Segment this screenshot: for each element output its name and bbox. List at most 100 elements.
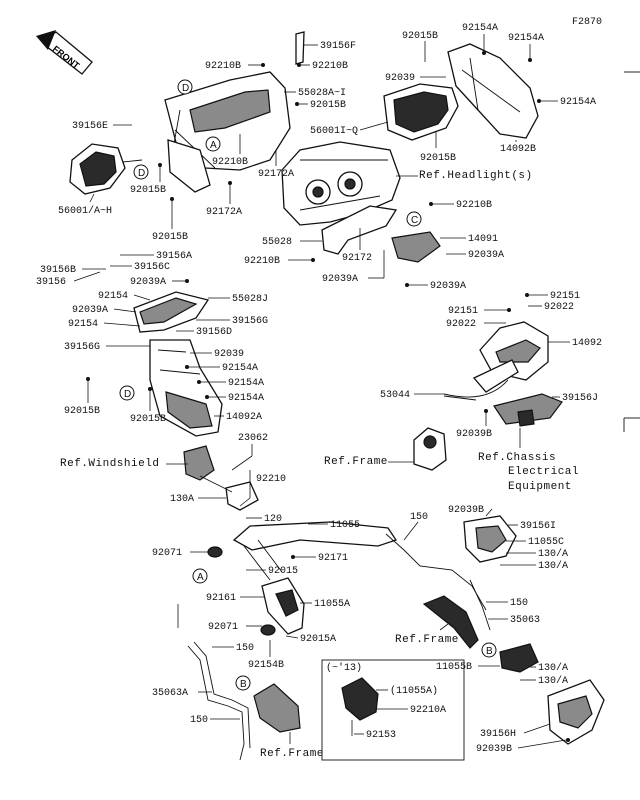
part-39156A: 39156A: [156, 251, 192, 262]
part-39156D: 39156D: [196, 327, 232, 338]
figure-code: F2870: [572, 17, 602, 28]
bracket-bottom-part: [253, 683, 301, 733]
part-92151-a: 92151: [550, 291, 580, 302]
svg-text:D: D: [124, 389, 131, 400]
part-92039B-b: 92039B: [448, 505, 484, 516]
part-92039A-e: 92039A: [72, 305, 108, 316]
headlight-assembly: [281, 141, 401, 226]
part-92154A-d: 92154A: [222, 363, 258, 374]
duct-55028-part: [321, 205, 398, 255]
right-stay-35063-part: [422, 579, 491, 649]
stay-11055A-part: [261, 577, 305, 635]
page-edge-marks: [623, 71, 640, 432]
callout-c-top: D: [177, 79, 193, 95]
callout-b-right: B: [481, 642, 497, 658]
part-92161: 92161: [206, 593, 236, 604]
part-92039A-d: 92039A: [130, 277, 166, 288]
side-fairing-55028J-part: [133, 291, 210, 333]
part-92154A-c: 92154A: [560, 97, 596, 108]
part-92022-a: 92022: [544, 302, 574, 313]
part-11055C: 11055C: [528, 537, 564, 548]
part-92172A-b: 92172A: [206, 207, 242, 218]
part-35063A: 35063A: [152, 688, 188, 699]
callout-d-mid: D: [119, 385, 135, 401]
part-14092: 14092: [572, 338, 602, 349]
callout-b-bottom: B: [235, 675, 251, 691]
part-92039A-a: 92039A: [468, 250, 504, 261]
part-92015A: 92015A: [300, 634, 336, 645]
part-39156F: 39156F: [320, 41, 356, 52]
part-130A-d: 130/A: [538, 662, 568, 674]
part-92154-b: 92154: [68, 319, 98, 330]
part-92015B-g: 92015B: [130, 414, 166, 425]
callout-a-top: A: [205, 136, 221, 152]
part-11055: 11055: [330, 520, 360, 531]
svg-text:B: B: [486, 646, 493, 657]
part-39156G-b: 39156G: [64, 342, 100, 353]
part-92015B-c: 92015B: [420, 153, 456, 164]
svg-text:D: D: [138, 168, 145, 179]
part-11055B: 11055B: [436, 662, 472, 673]
part-150-b: 150: [510, 598, 528, 609]
part-39156: 39156: [36, 277, 66, 288]
part-92210B-e: 92210B: [244, 256, 280, 267]
windshield-bracket-part: [183, 445, 259, 511]
part-92153: 92153: [366, 730, 396, 741]
part-92015B-a: 92015B: [402, 31, 438, 42]
part-92210B-b: 92210B: [312, 61, 348, 72]
part-92210: 92210: [256, 474, 286, 485]
part-55028J: 55028J: [232, 294, 268, 305]
right-upper-cover-part: [447, 43, 539, 139]
inner-panel-14092A-part: [149, 339, 223, 437]
callout-a-mid: A: [192, 568, 208, 584]
part-92071-a: 92071: [152, 548, 182, 559]
svg-text:D: D: [182, 83, 189, 94]
part-92210B-a: 92210B: [205, 61, 241, 72]
part-150-d: 150: [190, 715, 208, 726]
svg-text:C: C: [411, 215, 418, 226]
right-cover-39156I-part: [463, 515, 517, 563]
inner-panel-14092-part: [479, 321, 549, 381]
right-mirror-part: [383, 83, 459, 141]
part-92154-a: 92154: [98, 291, 128, 302]
part-56001-A-H: 56001/A~H: [58, 205, 112, 217]
part-14092B: 14092B: [500, 144, 536, 155]
part-92172: 92172: [342, 253, 372, 264]
left-mirror-part: [69, 143, 143, 195]
part-92210B-c: 92210B: [212, 157, 248, 168]
part-92154A-a: 92154A: [462, 23, 498, 34]
nut-92071b-part: [260, 624, 276, 636]
part-92154A-f: 92154A: [228, 393, 264, 404]
callout-d-top: D: [133, 164, 149, 180]
svg-text:A: A: [197, 572, 204, 583]
part-39156J: 39156J: [562, 393, 598, 404]
bracket-14091-part: [391, 231, 441, 263]
part-92015B-d: 92015B: [130, 185, 166, 196]
left-stay-35063A-part: [187, 641, 251, 761]
part-14091: 14091: [468, 234, 498, 245]
ref-chassis-line3: Equipment: [508, 481, 572, 493]
part-92071-b: 92071: [208, 622, 238, 633]
part-92154B: 92154B: [248, 660, 284, 671]
part-11055A: 11055A: [314, 599, 350, 610]
part-92015: 92015: [268, 566, 298, 577]
part-55028A-I: 55028A~I: [298, 88, 346, 99]
part-92172A-a: 92172A: [258, 169, 294, 180]
part-92210B-d: 92210B: [456, 200, 492, 211]
part-150-a: 150: [410, 512, 428, 523]
part-53044: 53044: [380, 390, 410, 401]
right-lower-cover-39156H-part: [547, 679, 605, 745]
inset-box: (~'13): [321, 659, 465, 761]
frame-mid-part: [413, 427, 447, 471]
ref-frame-bottom: Ref.Frame: [260, 748, 324, 760]
part-14092A: 14092A: [226, 412, 262, 423]
part-92154A-b: 92154A: [508, 33, 544, 44]
part-92022-b: 92022: [446, 319, 476, 330]
part-130A-c: 130/A: [538, 560, 568, 572]
part-92171: 92171: [318, 553, 348, 564]
part-92015B-f: 92015B: [64, 406, 100, 417]
inset-label: (~'13): [326, 662, 362, 674]
front-arrow-icon: FRONT: [36, 30, 93, 75]
duct-53044-part: [443, 359, 519, 401]
